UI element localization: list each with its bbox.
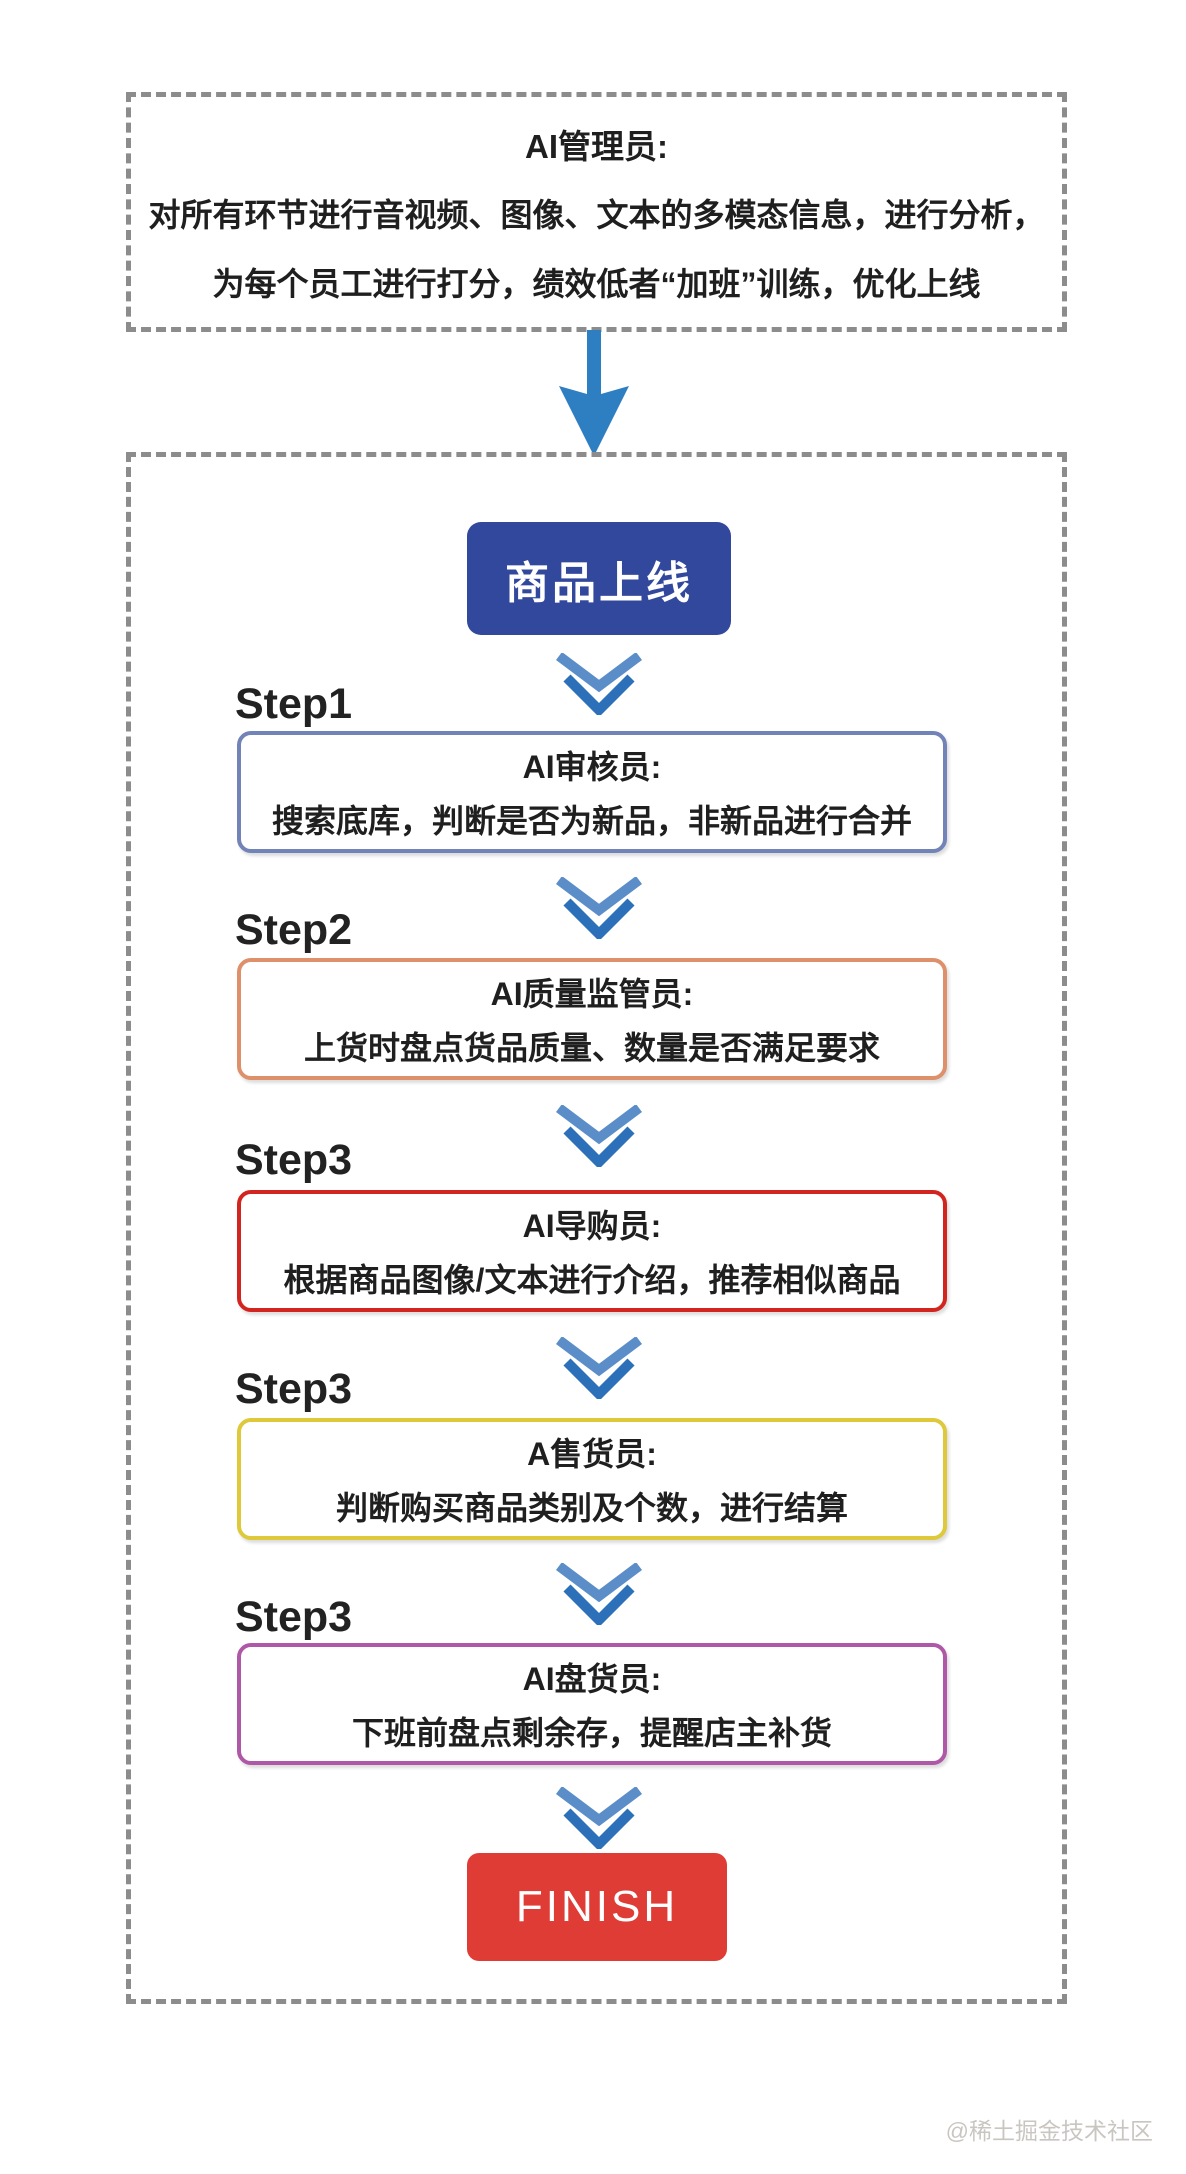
- chevron-down-icon: [556, 877, 642, 939]
- step-box-reviewer: AI审核员: 搜索底库，判断是否为新品，非新品进行合并: [237, 731, 947, 853]
- step-box-title: A售货员:: [527, 1436, 657, 1473]
- finish-node: FINISH: [467, 1853, 727, 1961]
- start-node: 商品上线: [467, 522, 731, 635]
- step-box-title: AI盘货员:: [522, 1661, 662, 1698]
- step-box-stock: AI盘货员: 下班前盘点剩余存，提醒店主补货: [237, 1643, 947, 1765]
- step-label-2: Step2: [235, 906, 353, 954]
- ai-admin-box: AI管理员: 对所有环节进行音视频、图像、文本的多模态信息，进行分析， 为每个员…: [126, 92, 1067, 332]
- step-box-title: AI质量监管员:: [490, 976, 694, 1013]
- step-label-3: Step3: [235, 1136, 353, 1184]
- step-label-1: Step1: [235, 680, 353, 728]
- ai-admin-line2: 为每个员工进行打分，绩效低者“加班”训练，优化上线: [212, 265, 981, 302]
- down-arrow-icon: [559, 330, 629, 456]
- step-box-desc: 根据商品图像/文本进行介绍，推荐相似商品: [283, 1261, 901, 1298]
- step-box-quality: AI质量监管员: 上货时盘点货品质量、数量是否满足要求: [237, 958, 947, 1080]
- chevron-down-icon: [556, 1563, 642, 1625]
- step-box-desc: 判断购买商品类别及个数，进行结算: [335, 1489, 848, 1526]
- step-label-4: Step3: [235, 1365, 353, 1413]
- pipeline-box: 商品上线 Step1 AI审核员: 搜索底库，判断是否为新品，非新品进行合并 S…: [126, 452, 1067, 2004]
- step-box-desc: 上货时盘点货品质量、数量是否满足要求: [303, 1029, 880, 1066]
- ai-admin-title: AI管理员:: [525, 127, 668, 165]
- step-box-title: AI审核员:: [522, 749, 662, 786]
- step-box-guide: AI导购员: 根据商品图像/文本进行介绍，推荐相似商品: [237, 1190, 947, 1312]
- chevron-down-icon: [556, 653, 642, 715]
- step-label-5: Step3: [235, 1593, 353, 1641]
- chevron-down-icon: [556, 1787, 642, 1849]
- step-box-desc: 搜索底库，判断是否为新品，非新品进行合并: [271, 802, 912, 839]
- step-box-desc: 下班前盘点剩余存，提醒店主补货: [351, 1714, 832, 1751]
- chevron-down-icon: [556, 1337, 642, 1399]
- step-box-title: AI导购员:: [522, 1208, 662, 1245]
- chevron-down-icon: [556, 1105, 642, 1167]
- watermark: @稀土掘金技术社区: [945, 2118, 1153, 2144]
- ai-admin-line1: 对所有环节进行音视频、图像、文本的多模态信息，进行分析，: [148, 197, 1045, 233]
- step-box-cashier: A售货员: 判断购买商品类别及个数，进行结算: [237, 1418, 947, 1540]
